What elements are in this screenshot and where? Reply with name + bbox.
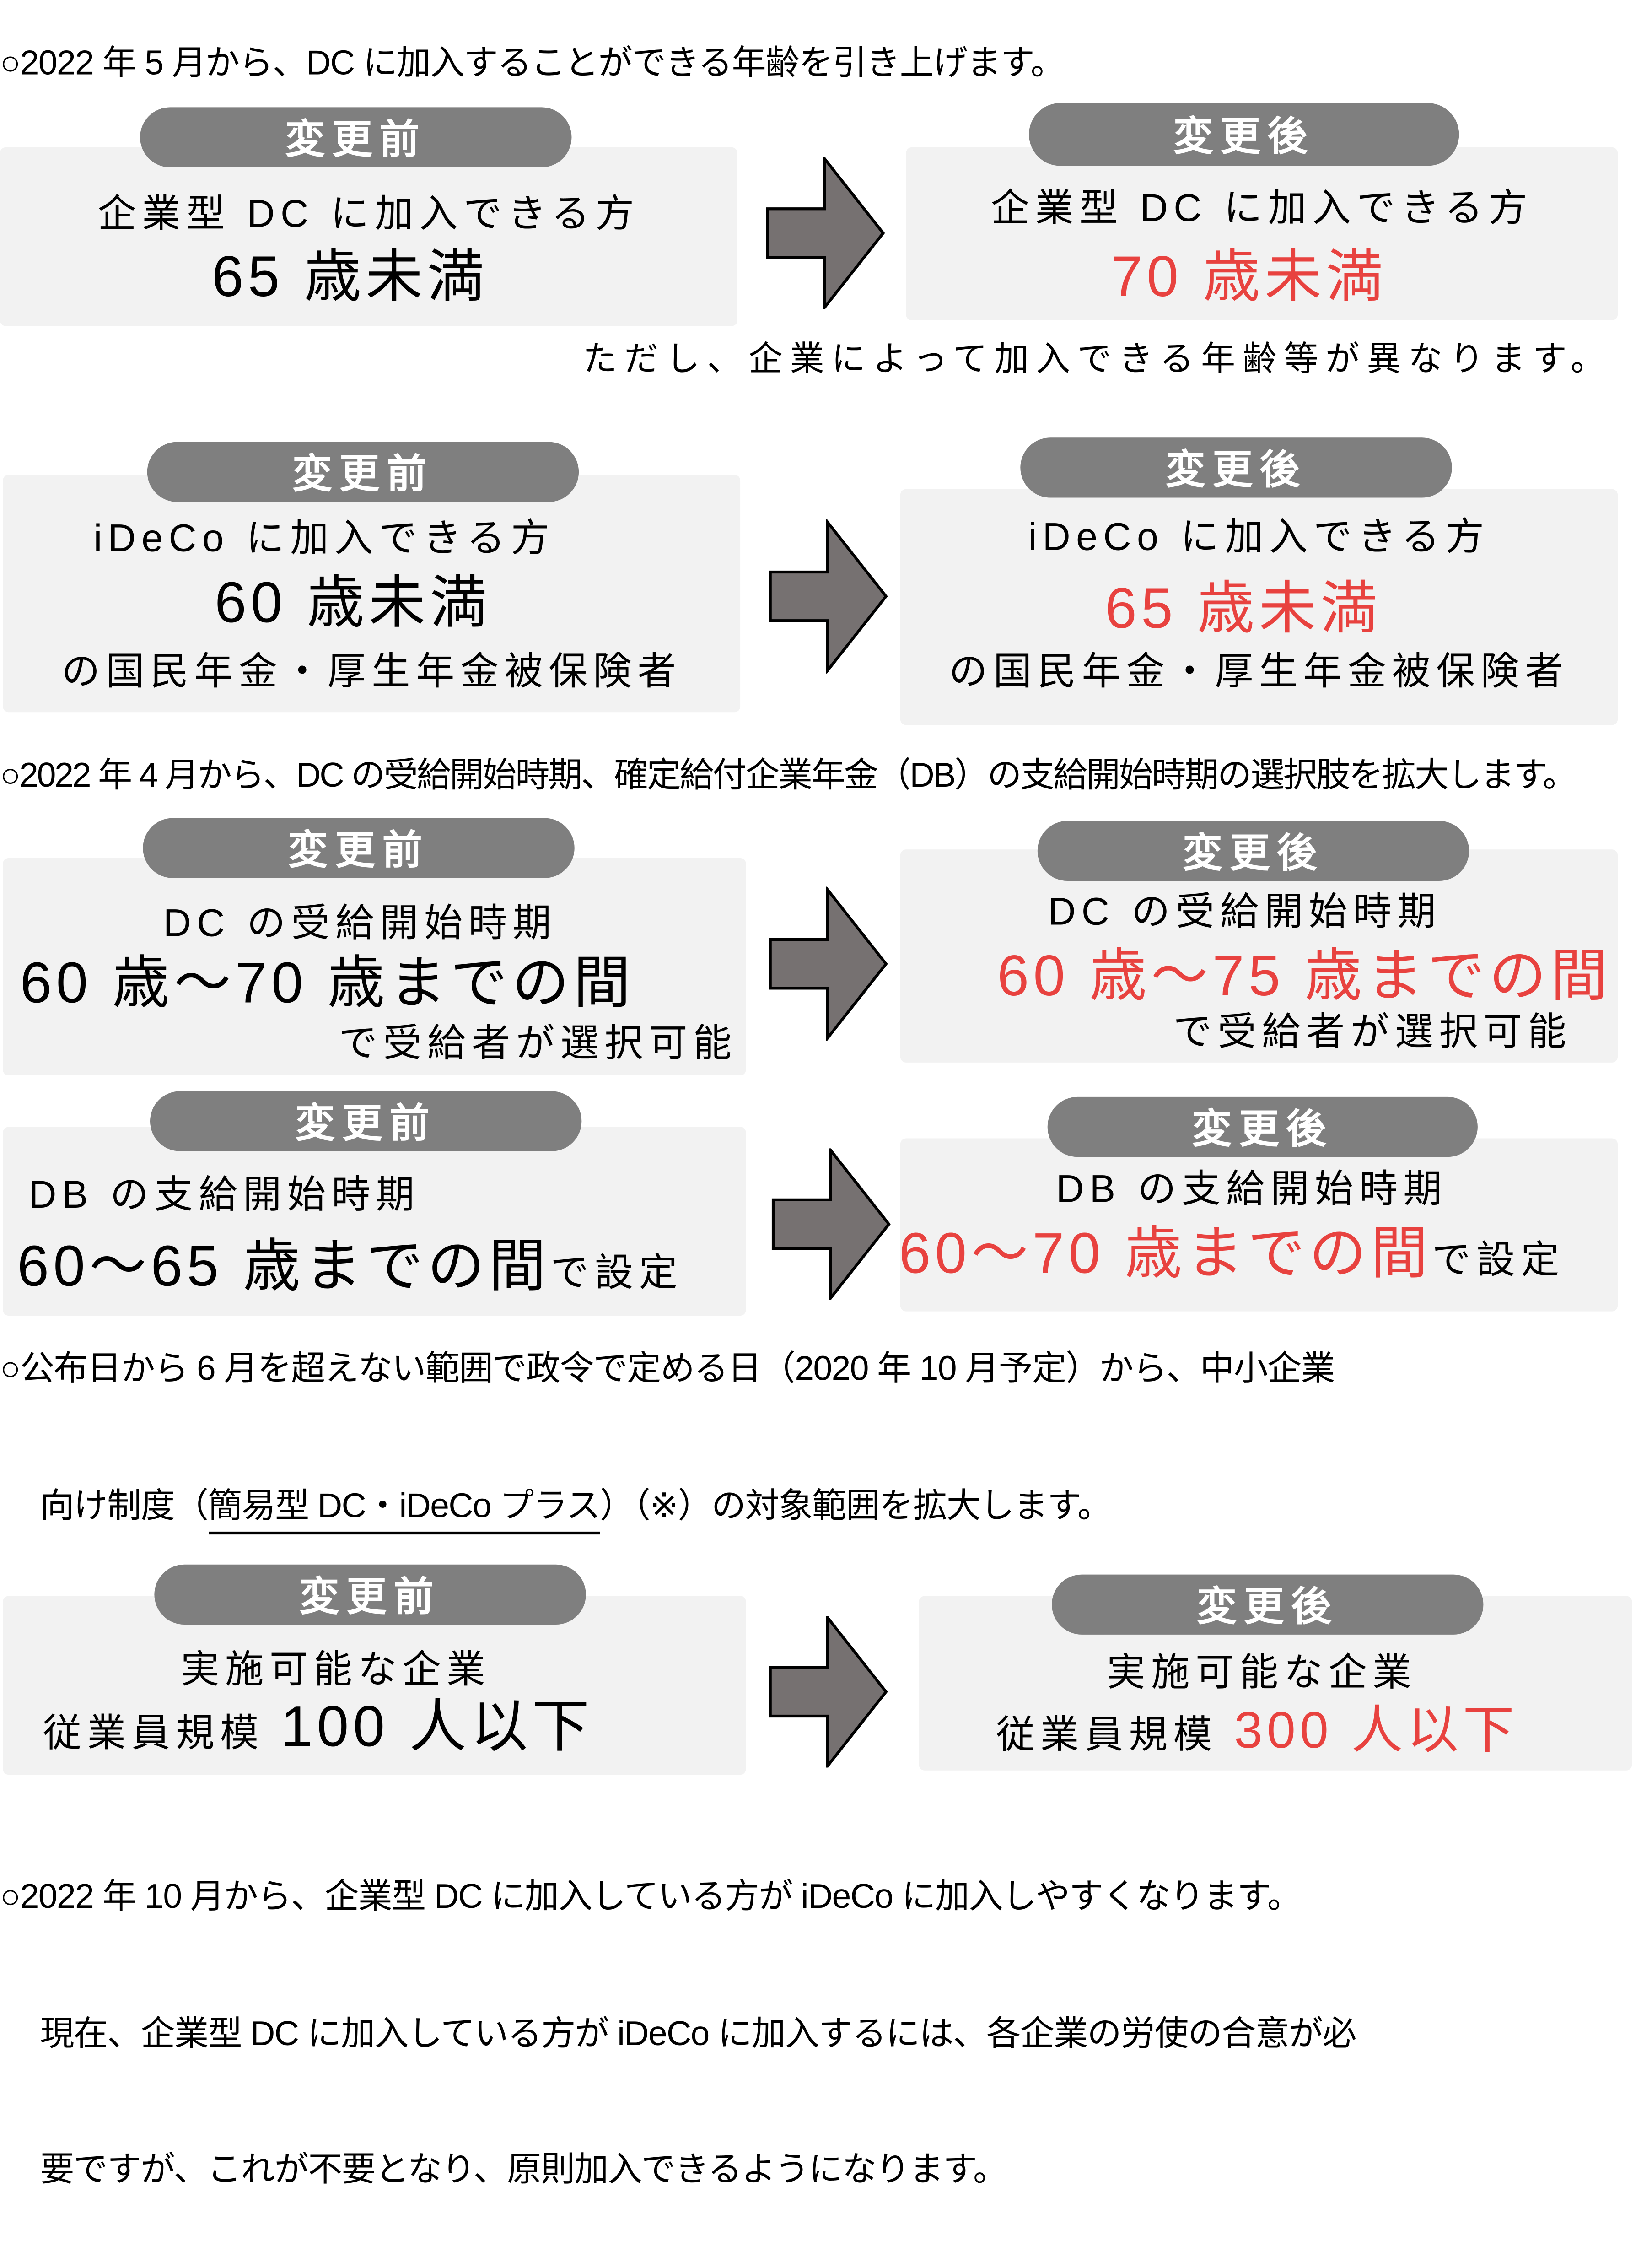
- after-title: DB の支給開始時期: [1056, 1167, 1448, 1211]
- before-value: 60～65 歳までの間: [17, 1236, 550, 1299]
- section3-heading: ○公布日から 6 月を超えない範囲で政令で定める日（2020 年 10 月予定）…: [0, 1350, 1335, 1389]
- before-sub: の国民年金・厚生年金被保険者: [61, 650, 682, 693]
- before-label: 変更前: [150, 1091, 582, 1151]
- after-title: 実施可能な企業: [1107, 1651, 1417, 1694]
- before-prefix: 従業員規模: [43, 1712, 281, 1755]
- after-label: 変更後: [1020, 437, 1452, 498]
- after-prefix: 従業員規模: [996, 1713, 1234, 1756]
- after-value: 70 歳未満: [1110, 246, 1388, 309]
- before-title: iDeCo に加入できる方: [93, 517, 555, 560]
- after-title: DC の受給開始時期: [1048, 890, 1442, 934]
- after-box-dc-start: [900, 849, 1618, 1063]
- before-value: 60 歳～70 歳までの間: [20, 952, 635, 1015]
- after-suffix: で設定: [1432, 1238, 1565, 1281]
- before-label: 変更前: [140, 107, 572, 167]
- after-value: 65 歳未満: [1105, 578, 1382, 641]
- before-suffix: で設定: [550, 1251, 683, 1295]
- after-box-db-start: [900, 1138, 1618, 1312]
- right-arrow-icon: [769, 519, 888, 674]
- line2-prefix: 向け制度（: [40, 1487, 209, 1526]
- note-text: ただし、企業によって加入できる年齢等が異なります。: [582, 340, 1612, 379]
- before-box-dc-start: [3, 858, 746, 1075]
- section4-line3: 要ですが、これが不要となり、原則加入できるようになります。: [40, 2151, 1007, 2190]
- after-value: 300 人以下: [1234, 1700, 1519, 1759]
- after-value: 60～70 歳までの間: [899, 1222, 1432, 1286]
- before-title: DB の支給開始時期: [28, 1173, 420, 1216]
- before-title: DC の受給開始時期: [163, 902, 557, 945]
- after-title: 企業型 DC に加入できる方: [990, 186, 1533, 230]
- after-box-dc-age: [906, 147, 1618, 320]
- before-sub: で受給者が選択可能: [339, 1021, 737, 1065]
- before-title: 実施可能な企業: [181, 1648, 491, 1691]
- right-arrow-icon: [769, 886, 888, 1041]
- line2-suffix: ）（※）の対象範囲を拡大します。: [600, 1487, 1112, 1526]
- right-arrow-icon: [766, 157, 885, 309]
- after-label: 変更後: [1052, 1574, 1484, 1635]
- right-arrow-icon: [769, 1616, 888, 1768]
- before-value-line: 60～65 歳までの間で設定: [17, 1238, 683, 1296]
- before-box-smb: [3, 1596, 746, 1775]
- after-value: 60 歳～75 歳までの間: [997, 945, 1612, 1009]
- section4-heading: ○2022 年 10 月から、企業型 DC に加入している方が iDeCo に加…: [0, 1878, 1302, 1917]
- right-arrow-icon: [771, 1148, 891, 1300]
- after-value-line: 従業員規模 300 人以下: [996, 1704, 1518, 1756]
- before-value: 65 歳未満: [211, 246, 489, 309]
- section3-line2: 向け制度（簡易型 DC・iDeCo プラス）（※）の対象範囲を拡大します。: [40, 1487, 1112, 1535]
- after-sub: で受給者が選択可能: [1173, 1010, 1572, 1053]
- section1-heading: ○2022 年 5 月から、DC に加入することができる年齢を引き上げます。: [0, 44, 1065, 83]
- after-label: 変更後: [1037, 821, 1469, 881]
- before-value: 100 人以下: [280, 1696, 594, 1759]
- before-value: 60 歳未満: [215, 572, 491, 635]
- before-label: 変更前: [147, 442, 579, 502]
- after-value-line: 60～70 歳までの間で設定: [899, 1226, 1565, 1283]
- before-label: 変更前: [143, 818, 575, 878]
- section2-heading: ○2022 年 4 月から、DC の受給開始時期、確定給付企業年金（DB）の支給…: [0, 756, 1577, 795]
- after-label: 変更後: [1047, 1096, 1478, 1157]
- after-label: 変更後: [1029, 103, 1459, 166]
- before-title: 企業型 DC に加入できる方: [97, 192, 640, 236]
- section4-line2: 現在、企業型 DC に加入している方が iDeCo に加入するには、各企業の労使…: [40, 2015, 1356, 2054]
- after-title: iDeCo に加入できる方: [1028, 515, 1490, 559]
- simplified-dc-ideco-plus: 簡易型 DC・iDeCo プラス: [208, 1487, 601, 1535]
- before-box-ideco: [3, 475, 741, 713]
- before-label: 変更前: [154, 1564, 586, 1625]
- before-value-line: 従業員規模 100 人以下: [43, 1699, 594, 1756]
- before-box-dc-age: [0, 147, 737, 326]
- after-box-ideco: [900, 489, 1618, 725]
- before-box-db-start: [3, 1127, 746, 1316]
- after-sub: の国民年金・厚生年金被保険者: [949, 650, 1569, 693]
